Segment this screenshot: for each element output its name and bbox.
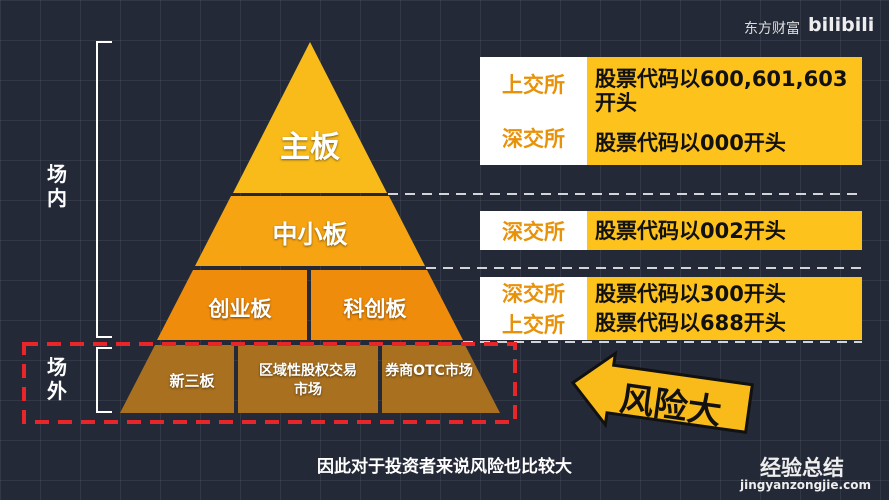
panel-sme: 深交所 股票代码以002开头: [480, 211, 862, 250]
panel-main: 上交所深交所 股票代码以600,601,603开头股票代码以000开头: [480, 57, 862, 165]
code-rule: 股票代码以300开头: [595, 281, 786, 306]
tier-chinext: [157, 270, 307, 340]
label-sme: 中小板: [272, 220, 348, 249]
label-main: 主板: [280, 130, 340, 165]
risk-arrow-sign: [570, 350, 755, 434]
label-inside: 场内: [47, 162, 67, 210]
tier-star: [311, 270, 463, 340]
tier-regional: [238, 345, 378, 413]
panel-growth: 深交所上交所 股票代码以300开头股票代码以688开头: [480, 277, 862, 340]
bilibili-logo: bilibili: [808, 14, 875, 36]
code-rule: 股票代码以688开头: [595, 311, 786, 336]
label-outside: 场外: [47, 355, 67, 403]
site-watermark-url: jingyanzongjie.com: [740, 478, 871, 492]
code-rule: 股票代码以000开头: [595, 131, 786, 155]
exchange-label: 深交所: [502, 127, 565, 151]
brand-watermark: 东方财富: [744, 21, 800, 37]
outside-bracket: [96, 347, 112, 413]
tier-main: [233, 42, 387, 193]
code-rule: 股票代码以600,601,603开头: [595, 67, 848, 115]
code-rule: 股票代码以002开头: [595, 218, 786, 243]
exchange-label: 深交所: [502, 219, 565, 244]
inside-bracket: [96, 41, 112, 338]
label-otc: 券商OTC市场: [385, 363, 473, 379]
subtitle: 因此对于投资者来说风险也比较大: [317, 457, 572, 477]
exchange-label: 上交所: [502, 73, 565, 97]
tier-otc: [382, 345, 500, 413]
tier-neeq: [120, 345, 234, 413]
exchange-label: 深交所: [502, 281, 565, 306]
risk-highlight-box: [22, 342, 517, 424]
label-neeq: 新三板: [169, 372, 215, 390]
label-regional: 区域性股权交易市场: [259, 363, 357, 398]
label-star: 科创板: [343, 297, 407, 321]
exchange-label: 上交所: [502, 313, 565, 338]
label-chinext: 创业板: [208, 297, 272, 321]
tier-sme: [195, 196, 425, 266]
site-watermark-title: 经验总结: [760, 456, 844, 480]
